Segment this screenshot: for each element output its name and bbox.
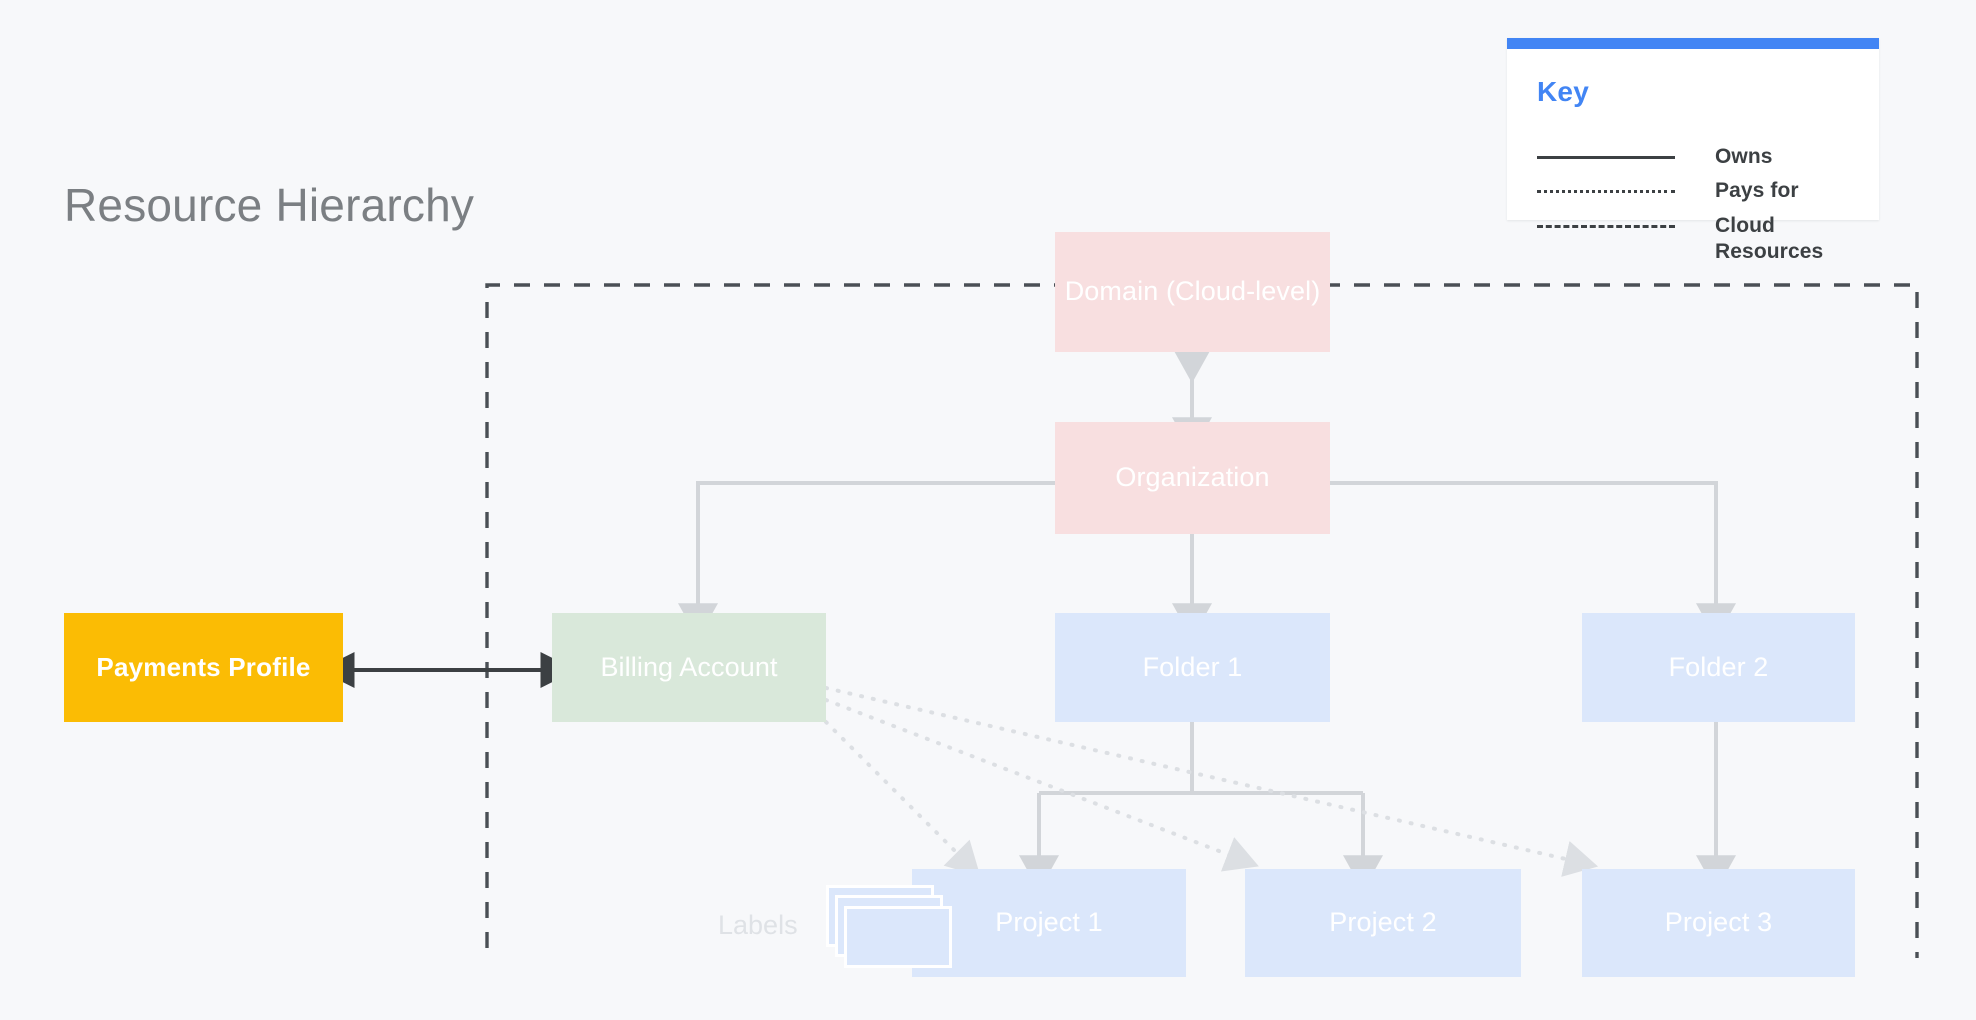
key-legend: Key Owns Pays for Cloud Resources	[1507, 38, 1879, 263]
label-card-front	[844, 906, 952, 968]
key-title: Key	[1537, 76, 1589, 107]
key-accent-bar	[1507, 38, 1879, 49]
key-row-pays-for: Pays for	[1537, 178, 1857, 204]
connector-billing-project3	[824, 686, 1599, 877]
labels-text: Labels	[718, 910, 798, 940]
node-folder-1[interactable]: Folder 1	[1055, 613, 1330, 722]
node-folder-2[interactable]: Folder 2	[1582, 613, 1855, 722]
node-project-3[interactable]: Project 3	[1582, 869, 1855, 977]
node-project-3-label: Project 3	[1664, 907, 1773, 938]
connector-billing-project2	[824, 698, 1259, 872]
node-domain[interactable]: Domain (Cloud-level)	[1055, 232, 1330, 352]
dashed-line-icon	[1537, 217, 1675, 237]
node-organization-label: Organization	[1115, 462, 1270, 493]
node-payments-profile[interactable]: Payments Profile	[64, 613, 343, 722]
node-folder-2-label: Folder 2	[1668, 651, 1769, 682]
key-label-pays-for: Pays for	[1715, 179, 1799, 202]
cloud-resources-boundary	[485, 283, 1919, 958]
key-label-owns: Owns	[1715, 145, 1773, 168]
solid-line-icon	[1537, 148, 1675, 168]
node-billing-account-label: Billing Account	[600, 651, 778, 682]
key-row-cloud-resources: Cloud Resources	[1537, 213, 1857, 266]
node-payments-profile-label: Payments Profile	[96, 651, 311, 682]
node-project-2[interactable]: Project 2	[1245, 869, 1521, 977]
dotted-line-icon	[1537, 182, 1675, 202]
node-project-1-label: Project 1	[995, 907, 1103, 938]
node-folder-1-label: Folder 1	[1142, 651, 1243, 682]
node-domain-label: Domain (Cloud-level)	[1064, 276, 1321, 307]
node-billing-account[interactable]: Billing Account	[552, 613, 826, 722]
connector-billing-project1	[824, 720, 981, 877]
node-project-2-label: Project 2	[1329, 907, 1437, 938]
node-project-1[interactable]: Project 1	[912, 869, 1186, 977]
labels-stack-icon[interactable]	[826, 885, 958, 969]
connector-organization-folder2	[1330, 481, 1736, 640]
connector-organization-billing	[678, 481, 1055, 640]
key-row-owns: Owns	[1537, 144, 1857, 170]
page-title: Resource Hierarchy	[64, 179, 475, 231]
node-organization[interactable]: Organization	[1055, 422, 1330, 534]
key-label-cloud-resources: Cloud Resources	[1715, 214, 1824, 264]
